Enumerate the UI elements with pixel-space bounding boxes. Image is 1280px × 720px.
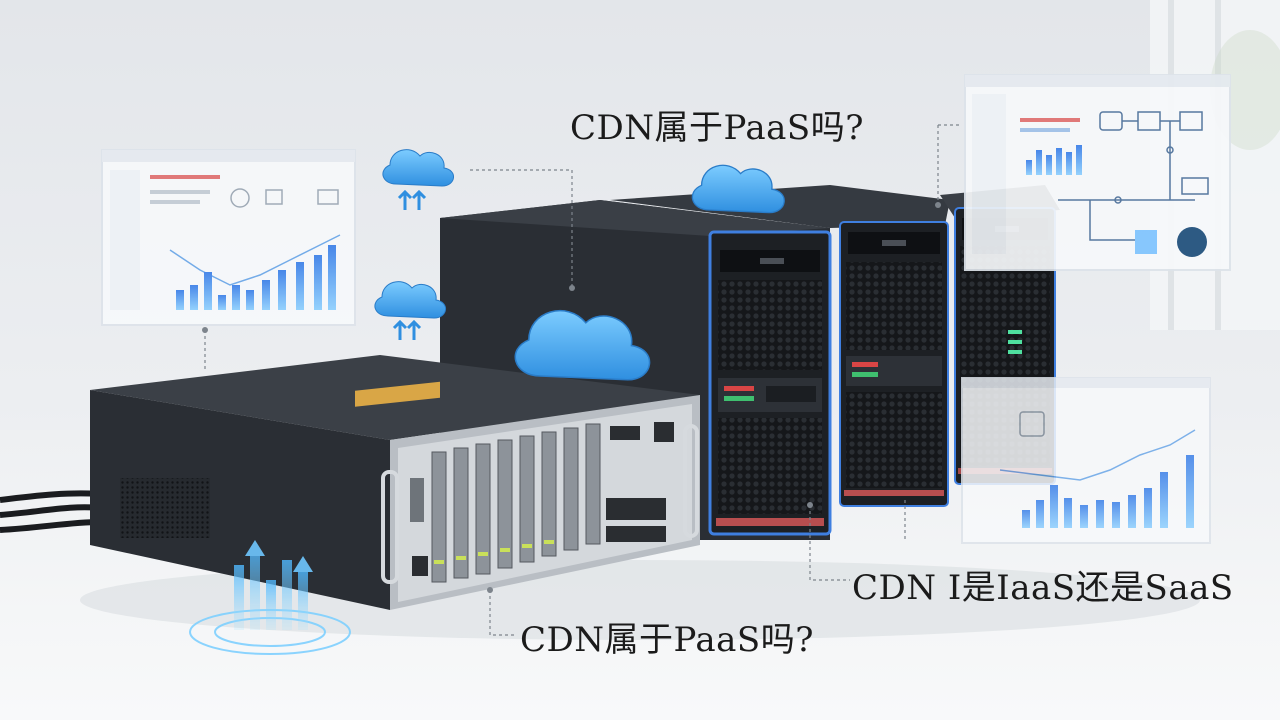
dashboard-panel-top-right (964, 74, 1231, 271)
caption-right: CDN I是IaaS还是SaaS (852, 568, 1234, 608)
holographic-bar-icon (189, 540, 351, 655)
cloud-icon (374, 281, 446, 319)
caption-top: CDN属于PaaS吗? (570, 108, 864, 148)
dashboard-panel-left (101, 149, 356, 326)
cloud-icon (382, 149, 454, 187)
caption-bottom: CDN属于PaaS吗? (520, 620, 814, 660)
dashboard-panel-bottom-right (961, 377, 1211, 544)
cloud-icon (514, 310, 651, 381)
cloud-icon (691, 164, 785, 214)
server-tower-back-middle (610, 185, 950, 507)
drive-bays (431, 423, 601, 583)
upload-arrow-icon (397, 189, 427, 210)
rack-server-front (90, 355, 700, 610)
leader-lines (204, 124, 960, 636)
upload-arrow-icon (392, 319, 422, 340)
